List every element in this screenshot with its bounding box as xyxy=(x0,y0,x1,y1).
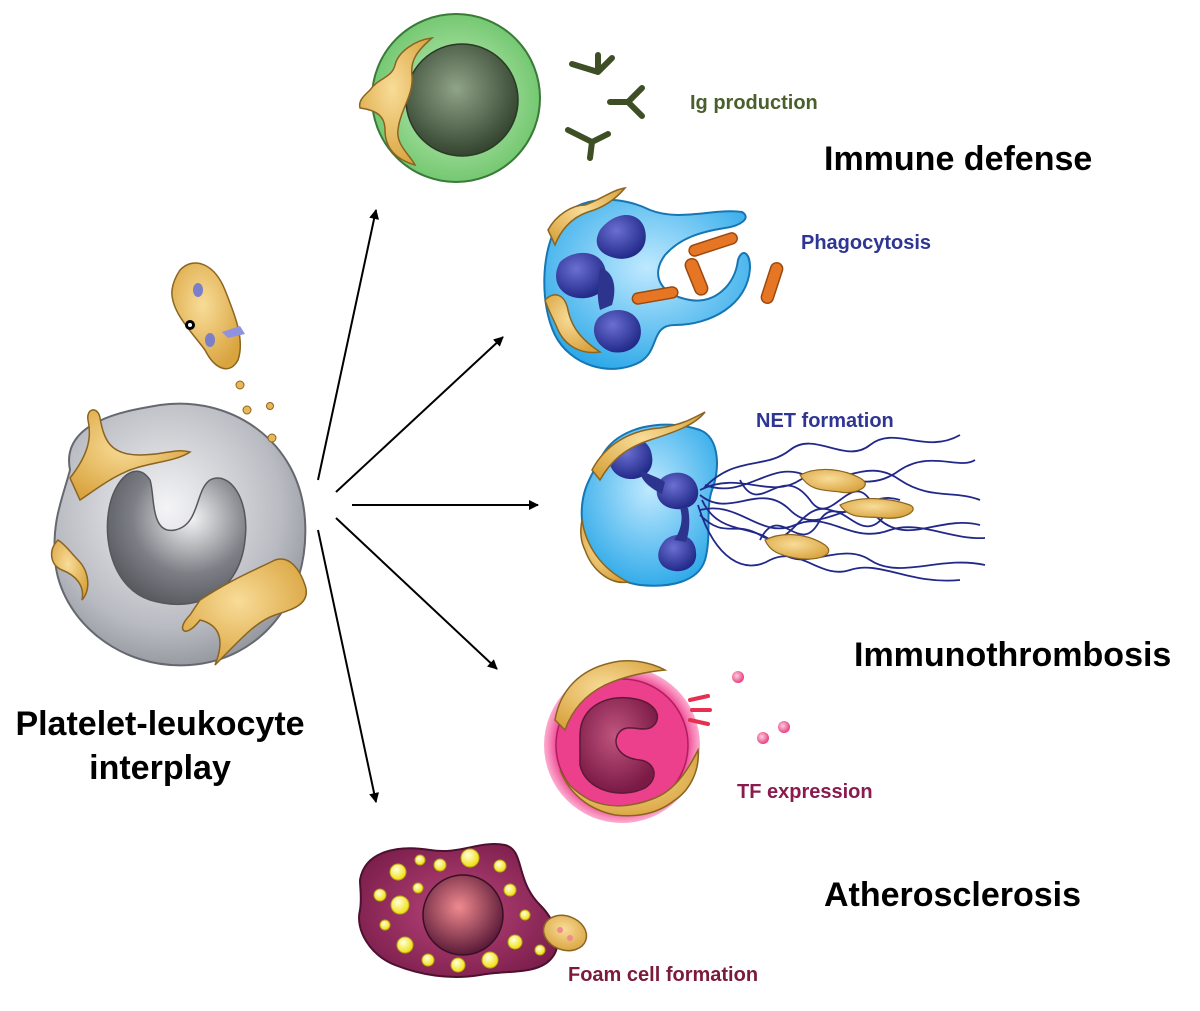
antibody-icon-1 xyxy=(569,52,615,75)
platelet-microparticles xyxy=(235,380,277,443)
label-ig-production: Ig production xyxy=(690,92,818,114)
category-atherosclerosis: Atherosclerosis xyxy=(824,876,1081,914)
net-platelets xyxy=(764,468,914,560)
label-foam-cell-formation: Foam cell formation xyxy=(568,964,759,986)
phagocytosing-neutrophil xyxy=(543,186,752,370)
category-immune-defense: Immune defense xyxy=(824,140,1093,178)
antibody-icon-3 xyxy=(565,127,611,161)
activated-platelet xyxy=(171,262,245,370)
diagram-title: Platelet-leukocyte interplay xyxy=(0,702,320,790)
bacteria-group xyxy=(631,232,784,305)
antibody-icon-2 xyxy=(607,85,645,119)
net-neutrophil xyxy=(580,411,718,587)
arrow-to-lymphocyte xyxy=(317,209,379,481)
label-phagocytosis: Phagocytosis xyxy=(801,232,932,254)
b-lymphocyte xyxy=(358,13,541,183)
label-net-formation: NET formation xyxy=(756,410,894,432)
title-line-1: Platelet-leukocyte xyxy=(15,705,305,743)
platelet-attached-top xyxy=(69,409,192,502)
arrow-to-monocyte xyxy=(335,517,498,670)
tf-microparticles xyxy=(732,671,790,744)
foam-cell-platelet xyxy=(542,914,588,952)
platelet-attached-right xyxy=(181,558,308,666)
lipid-droplets xyxy=(373,848,546,973)
arrow-to-foam-cell xyxy=(317,529,380,803)
title-line-2: interplay xyxy=(89,749,231,787)
tf-monocyte xyxy=(544,660,712,823)
arrow-to-phagocyte xyxy=(335,336,504,493)
category-immunothrombosis: Immunothrombosis xyxy=(854,636,1172,674)
platelet-attached-left xyxy=(50,539,89,601)
label-tf-expression: TF expression xyxy=(737,781,873,803)
